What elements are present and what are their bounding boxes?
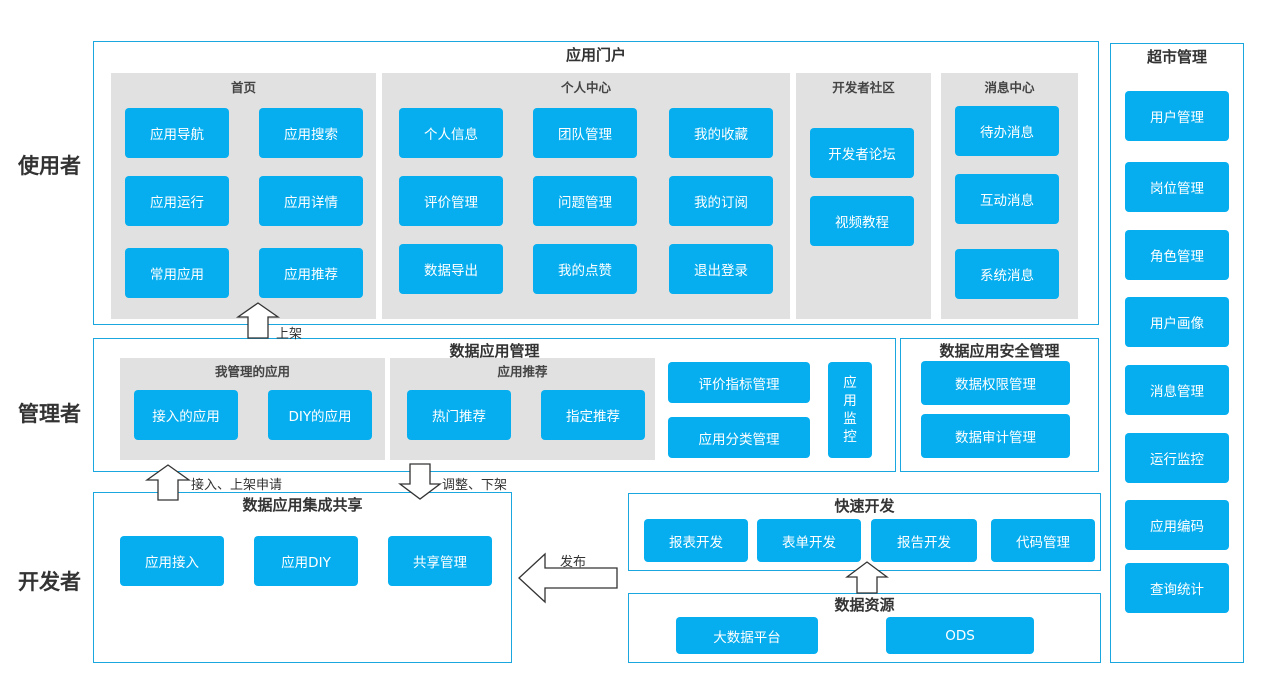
my-apps-title: 我管理的应用 xyxy=(214,364,290,379)
community-item[interactable]: 视频教程 xyxy=(810,196,914,246)
monitor-char: 用 xyxy=(843,393,857,409)
apply-label: 接入、上架申请 xyxy=(191,478,283,493)
resources-up-arrow xyxy=(845,561,889,594)
messages-title: 消息中心 xyxy=(984,80,1035,95)
community-title: 开发者社区 xyxy=(832,80,895,95)
monitor-char: 控 xyxy=(843,429,857,445)
quickdev-title: 快速开发 xyxy=(834,497,895,515)
home-item[interactable]: 应用导航 xyxy=(125,108,229,158)
personal-item[interactable]: 我的订阅 xyxy=(669,176,773,226)
role-admin: 管理者 xyxy=(18,402,81,426)
quickdev-item[interactable]: 报表开发 xyxy=(644,519,748,562)
monitor-char: 应 xyxy=(843,375,857,391)
app-mgmt-title: 数据应用管理 xyxy=(449,342,540,360)
personal-item[interactable]: 我的点赞 xyxy=(533,244,637,294)
security-item[interactable]: 数据权限管理 xyxy=(921,361,1070,405)
quickdev-item[interactable]: 表单开发 xyxy=(757,519,861,562)
release-left-arrow xyxy=(518,552,618,604)
resources-title: 数据资源 xyxy=(834,596,895,614)
home-item[interactable]: 应用详情 xyxy=(259,176,363,226)
personal-title: 个人中心 xyxy=(560,80,611,95)
messages-item[interactable]: 待办消息 xyxy=(955,106,1059,156)
role-developer: 开发者 xyxy=(18,570,81,594)
personal-item[interactable]: 个人信息 xyxy=(399,108,503,158)
personal-item[interactable]: 评价管理 xyxy=(399,176,503,226)
recommend-title: 应用推荐 xyxy=(497,364,548,379)
recommend-item[interactable]: 指定推荐 xyxy=(541,390,645,440)
home-item[interactable]: 常用应用 xyxy=(125,248,229,298)
home-item[interactable]: 应用搜索 xyxy=(259,108,363,158)
integration-item[interactable]: 共享管理 xyxy=(388,536,492,586)
messages-item[interactable]: 互动消息 xyxy=(955,174,1059,224)
recommend-item[interactable]: 热门推荐 xyxy=(407,390,511,440)
supermarket-item[interactable]: 用户画像 xyxy=(1125,297,1229,347)
supermarket-item[interactable]: 岗位管理 xyxy=(1125,162,1229,212)
integration-item[interactable]: 应用接入 xyxy=(120,536,224,586)
monitor-char: 监 xyxy=(843,411,857,427)
home-item[interactable]: 应用推荐 xyxy=(259,248,363,298)
eval-index-button[interactable]: 评价指标管理 xyxy=(668,362,810,403)
my-apps-item[interactable]: 接入的应用 xyxy=(134,390,238,440)
adjust-down-arrow xyxy=(398,463,442,500)
messages-item[interactable]: 系统消息 xyxy=(955,249,1059,299)
publish-up-arrow xyxy=(235,302,281,339)
supermarket-item[interactable]: 应用编码 xyxy=(1125,500,1229,550)
release-label: 发布 xyxy=(560,555,587,570)
category-mgmt-button[interactable]: 应用分类管理 xyxy=(668,417,810,458)
community-item[interactable]: 开发者论坛 xyxy=(810,128,914,178)
apply-up-arrow xyxy=(144,464,192,501)
personal-item[interactable]: 数据导出 xyxy=(399,244,503,294)
app-monitor-button[interactable]: 应 用 监 控 xyxy=(828,362,872,458)
publish-label: 上架 xyxy=(276,327,303,342)
quickdev-item[interactable]: 报告开发 xyxy=(871,519,977,562)
role-user: 使用者 xyxy=(18,154,81,178)
home-title: 首页 xyxy=(230,80,256,95)
supermarket-item[interactable]: 查询统计 xyxy=(1125,563,1229,613)
supermarket-frame: 超市管理 xyxy=(1110,43,1244,663)
supermarket-title: 超市管理 xyxy=(1146,48,1207,66)
adjust-label: 调整、下架 xyxy=(442,478,508,493)
integration-title: 数据应用集成共享 xyxy=(242,496,363,514)
security-title: 数据应用安全管理 xyxy=(939,342,1060,360)
supermarket-item[interactable]: 运行监控 xyxy=(1125,433,1229,483)
security-item[interactable]: 数据审计管理 xyxy=(921,414,1070,458)
quickdev-item[interactable]: 代码管理 xyxy=(991,519,1095,562)
supermarket-item[interactable]: 用户管理 xyxy=(1125,91,1229,141)
resources-item[interactable]: ODS xyxy=(886,617,1034,654)
home-item[interactable]: 应用运行 xyxy=(125,176,229,226)
resources-item[interactable]: 大数据平台 xyxy=(676,617,818,654)
portal-title: 应用门户 xyxy=(565,46,626,64)
personal-item[interactable]: 退出登录 xyxy=(669,244,773,294)
supermarket-item[interactable]: 消息管理 xyxy=(1125,365,1229,415)
personal-item[interactable]: 问题管理 xyxy=(533,176,637,226)
personal-item[interactable]: 团队管理 xyxy=(533,108,637,158)
integration-item[interactable]: 应用DIY xyxy=(254,536,358,586)
my-apps-item[interactable]: DIY的应用 xyxy=(268,390,372,440)
personal-item[interactable]: 我的收藏 xyxy=(669,108,773,158)
supermarket-item[interactable]: 角色管理 xyxy=(1125,230,1229,280)
